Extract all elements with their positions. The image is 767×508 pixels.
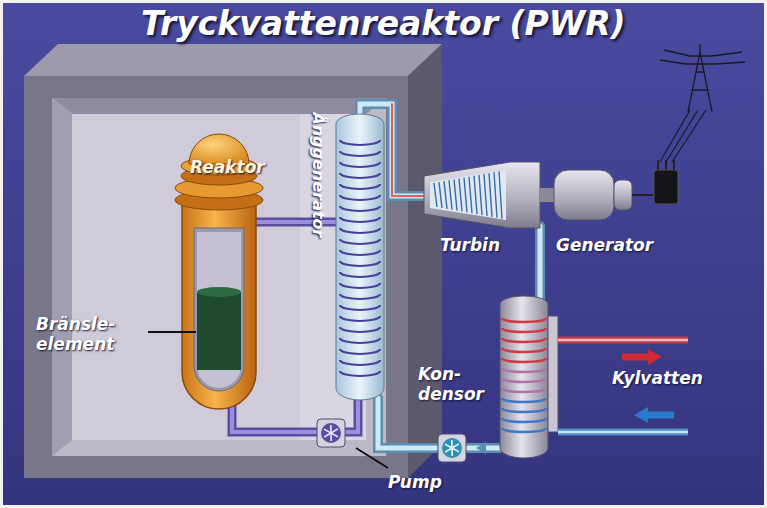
coil-winding <box>502 348 546 352</box>
coil-winding <box>340 250 380 255</box>
coil-winding <box>340 305 380 310</box>
stroke <box>449 180 452 209</box>
coil-winding <box>340 316 380 321</box>
transformer <box>654 110 706 204</box>
condenser <box>500 296 558 458</box>
stroke <box>474 176 477 214</box>
stroke <box>479 175 482 215</box>
steam-generator <box>336 114 384 400</box>
background <box>3 3 764 505</box>
stroke <box>494 172 497 218</box>
generator <box>540 170 654 220</box>
coil-winding <box>502 378 546 382</box>
coil-winding <box>502 418 546 422</box>
coil-winding <box>340 228 380 233</box>
coil-winding <box>340 371 380 376</box>
cooling-water-label: Kylvatten <box>612 368 703 388</box>
stroke <box>324 433 331 437</box>
primary-pump <box>317 419 345 447</box>
coil-winding <box>502 398 546 402</box>
stroke <box>324 429 331 433</box>
stroke <box>439 182 442 208</box>
coil-winding <box>502 368 546 372</box>
coil-winding <box>502 318 546 322</box>
coil-winding <box>502 408 546 412</box>
coil-winding <box>340 151 380 156</box>
coil-winding <box>340 283 380 288</box>
coil-winding <box>340 140 380 145</box>
coil-winding <box>502 328 546 332</box>
coil-winding <box>340 327 380 332</box>
coil-winding <box>340 195 380 200</box>
coil-winding <box>340 184 380 189</box>
stroke <box>464 178 467 213</box>
coil-winding <box>502 338 546 342</box>
stroke <box>331 433 338 437</box>
stroke <box>459 179 462 212</box>
coil-winding <box>340 239 380 244</box>
power-pylon <box>660 44 745 112</box>
fuel-element-label: Bränsle- element <box>36 314 124 354</box>
stroke <box>489 173 492 217</box>
reactor-label: Reaktor <box>190 157 265 177</box>
coil-winding <box>340 261 380 266</box>
stroke <box>499 171 502 218</box>
stroke <box>452 448 459 452</box>
stroke <box>484 174 487 216</box>
fuel-element <box>197 292 241 370</box>
coil-winding <box>502 358 546 362</box>
generator-label: Generator <box>556 235 653 255</box>
turbine-label: Turbin <box>440 235 500 255</box>
condenser-label: Kon- densor <box>418 364 494 404</box>
stroke <box>444 181 447 209</box>
coil-winding <box>502 428 546 432</box>
stroke <box>454 179 457 210</box>
coil-winding <box>340 360 380 365</box>
stroke <box>434 183 437 207</box>
coil-winding <box>340 162 380 167</box>
stroke <box>445 448 452 452</box>
coil-winding <box>340 338 380 343</box>
stroke <box>445 444 452 448</box>
coil-winding <box>340 272 380 277</box>
coil-winding <box>340 206 380 211</box>
turbine <box>424 162 540 228</box>
coil-winding <box>340 349 380 354</box>
leader-line <box>148 332 388 468</box>
stroke <box>331 429 338 433</box>
pump-label: Pump <box>388 472 442 492</box>
coil-winding <box>502 388 546 392</box>
stroke <box>469 177 472 214</box>
coil-winding <box>340 173 380 178</box>
title: Tryckvattenreaktor (PWR) <box>141 4 626 43</box>
feedwater-pump <box>438 434 466 462</box>
coil-winding <box>340 217 380 222</box>
stroke <box>452 444 459 448</box>
coil-winding <box>340 294 380 299</box>
steam-generator-label: Ånggenerator <box>308 113 328 238</box>
